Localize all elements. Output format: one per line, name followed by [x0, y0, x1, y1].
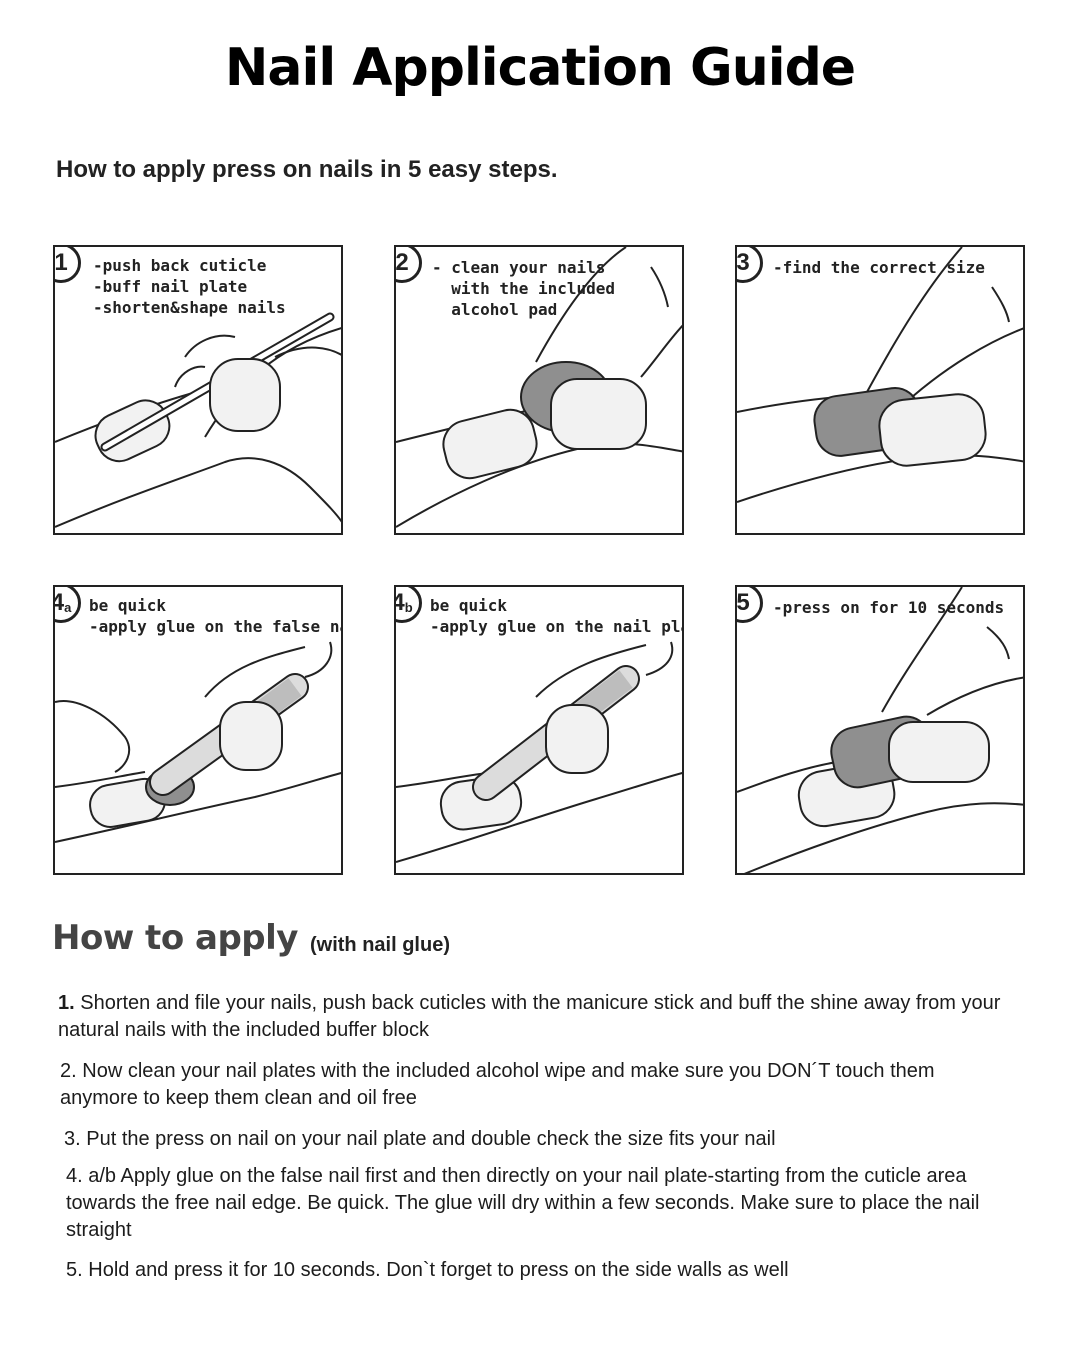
step-5-panel: 5 -press on for 10 seconds — [735, 585, 1025, 875]
step-1-panel: 1 -push back cuticle -buff nail plate -s… — [53, 245, 343, 535]
step-3-caption: -find the correct size — [773, 258, 985, 277]
step-5-caption: -press on for 10 seconds — [773, 598, 1005, 617]
step-2-caption: - clean your nails with the included alc… — [432, 258, 616, 319]
instruction-step: 1. Shorten and file your nails, push bac… — [58, 992, 1001, 1041]
instruction-step: 5. Hold and press it for 10 seconds. Don… — [66, 1259, 789, 1281]
step-1-caption: -push back cuticle -buff nail plate -sho… — [93, 256, 286, 317]
instruction-step: 3. Put the press on nail on your nail pl… — [64, 1128, 776, 1150]
step-5-illustration — [737, 587, 1023, 873]
instruction-step: 4. a/b Apply glue on the false nail firs… — [66, 1165, 980, 1241]
step-4b-caption: be quick -apply glue on the nail plate — [430, 596, 682, 636]
step-2-illustration — [396, 247, 682, 528]
how-to-apply-note: (with nail glue) — [310, 934, 450, 956]
instruction-step: 2. Now clean your nail plates with the i… — [60, 1060, 935, 1109]
step-4b-illustration — [396, 641, 682, 863]
step-2-panel: 2 - clean your nails with the included a… — [394, 245, 684, 535]
step-1-illustration — [55, 312, 341, 528]
guide-subtitle: How to apply press on nails in 5 easy st… — [56, 156, 558, 183]
step-3-illustration — [737, 247, 1023, 503]
how-to-apply-heading: How to apply — [52, 918, 298, 958]
step-4a-illustration — [55, 641, 341, 843]
step-4a-caption: be quick -apply glue on the false nail — [89, 596, 341, 636]
page-title: Nail Application Guide — [224, 38, 856, 98]
step-3-panel: 3 -find the correct size — [735, 245, 1025, 535]
step-4b-panel: 4b be quick -apply glue on the nail plat… — [394, 585, 684, 875]
step-2-badge: 2 — [396, 247, 422, 283]
step-4a-panel: 4a be quick -apply glue on the false nai… — [53, 585, 343, 875]
